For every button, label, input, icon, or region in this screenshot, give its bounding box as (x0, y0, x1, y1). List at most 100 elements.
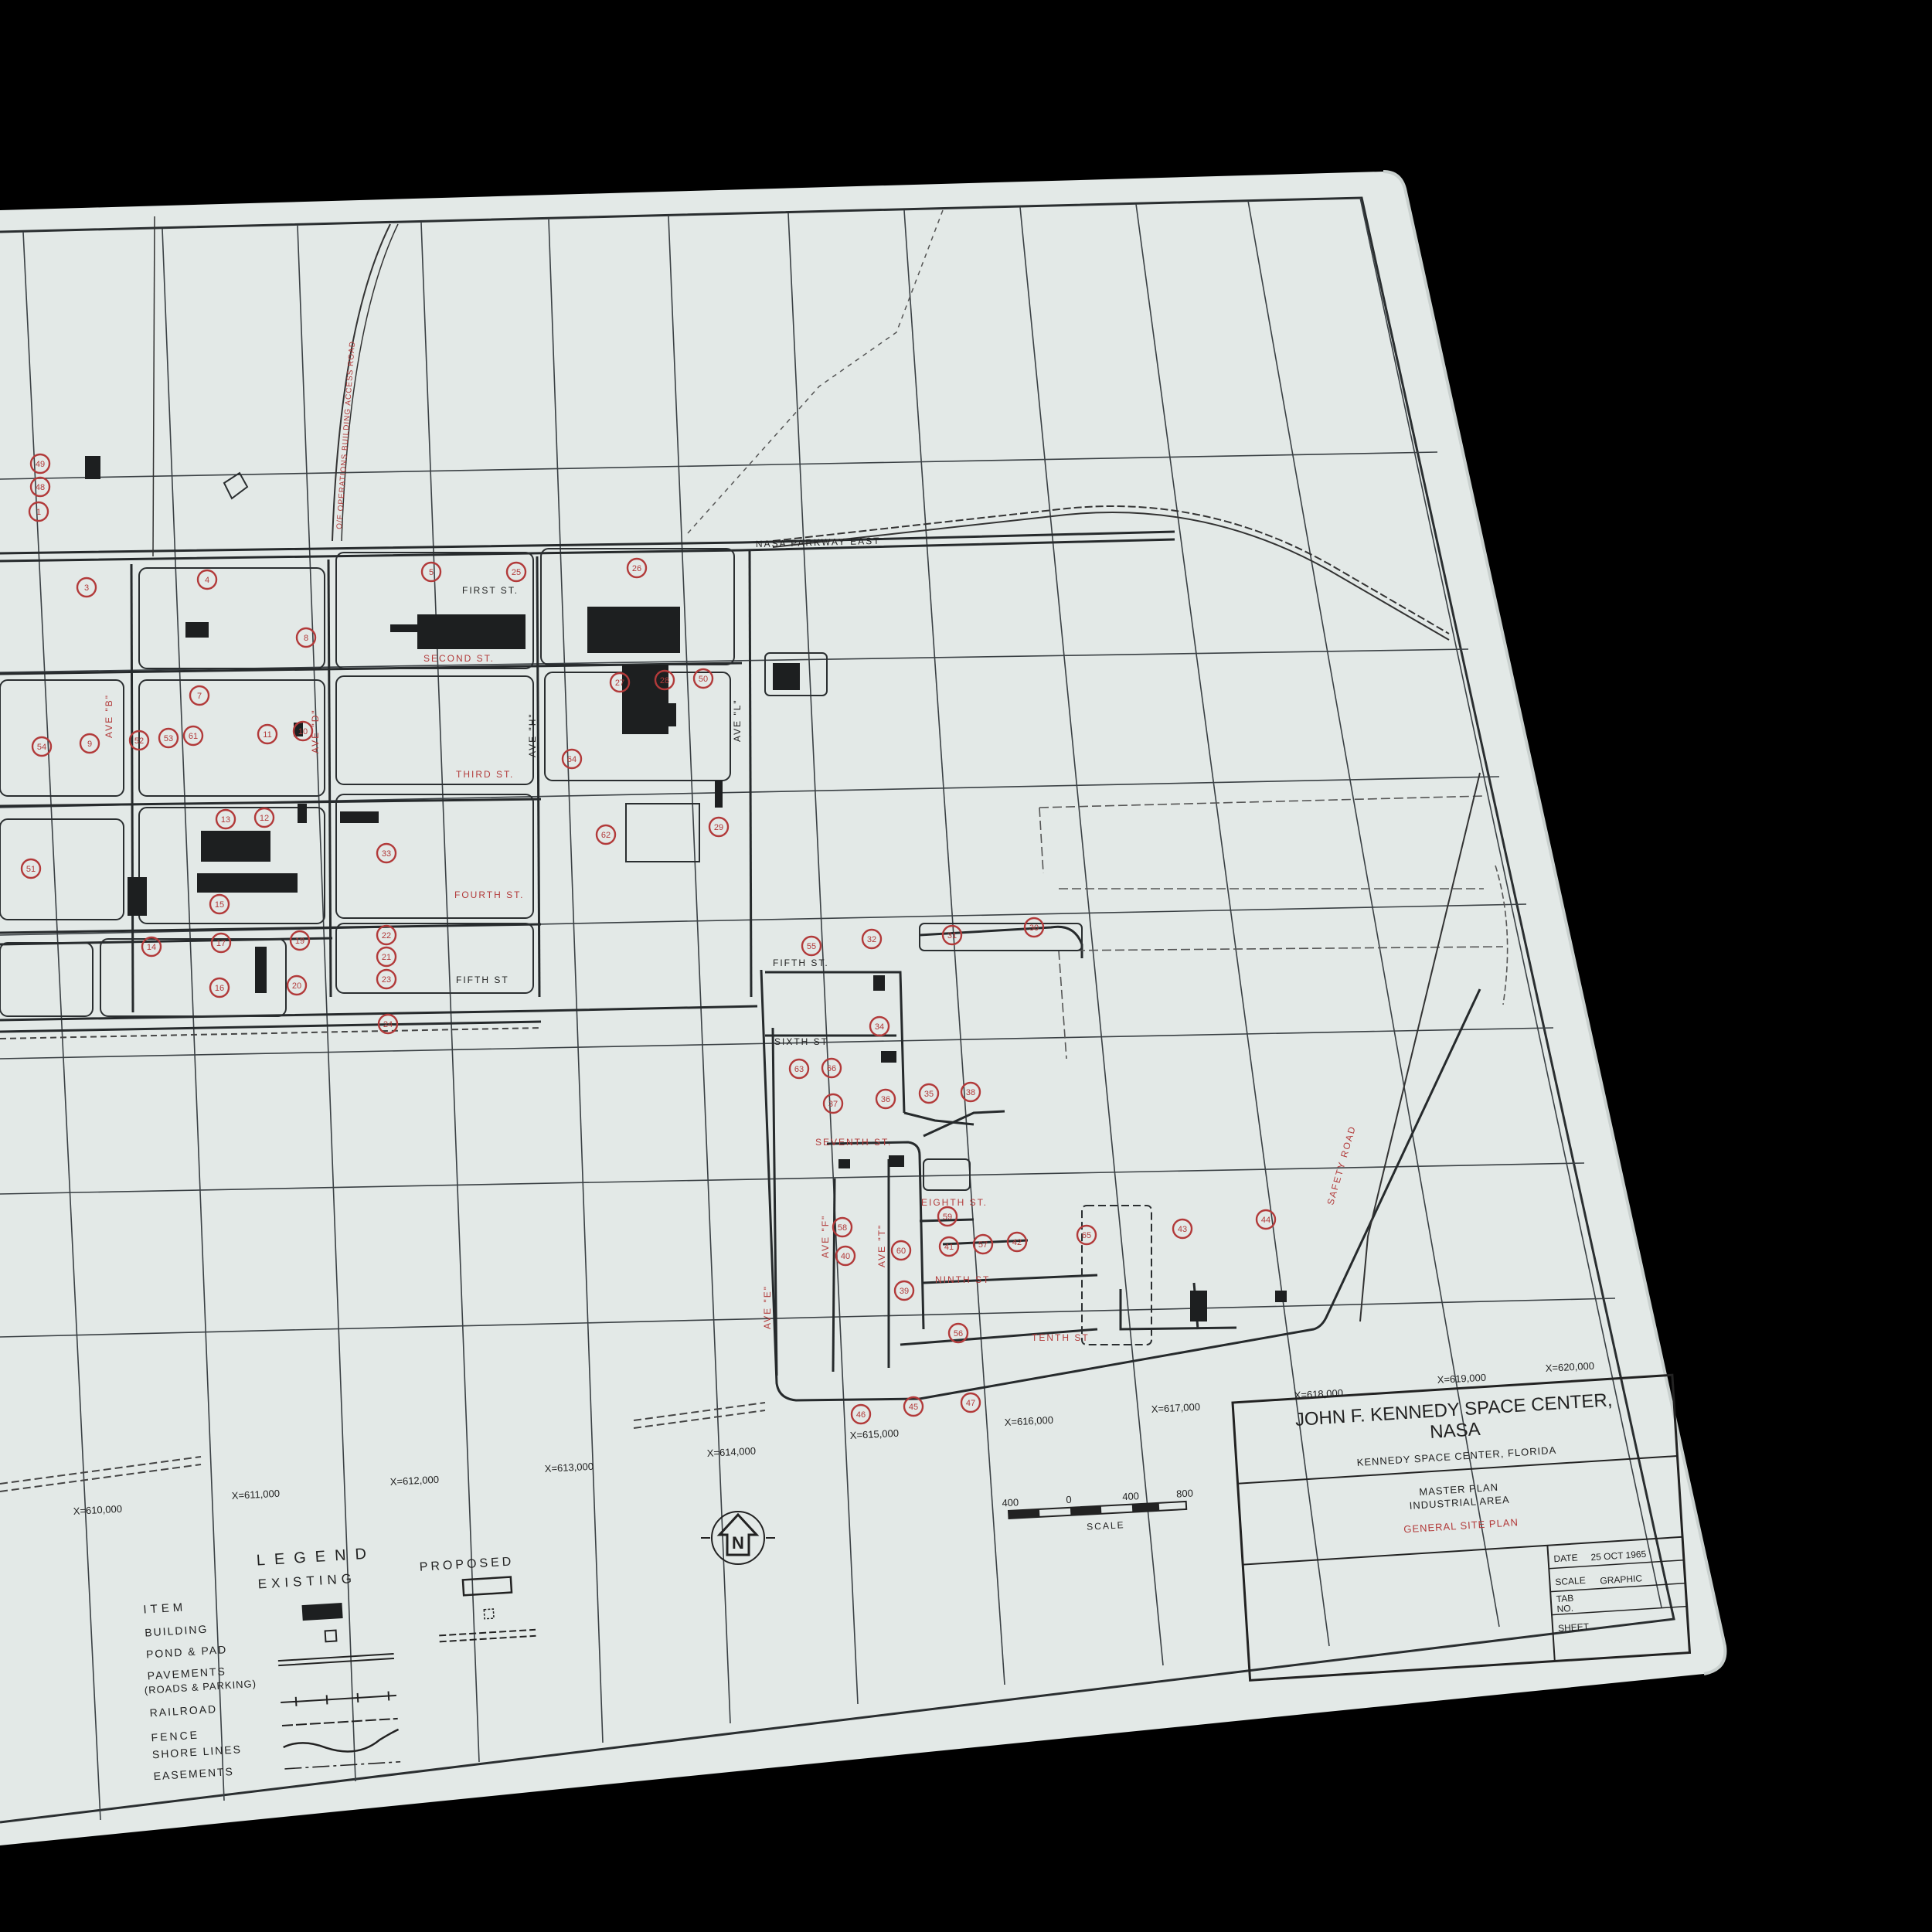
building-id-circle (609, 672, 631, 693)
building-id-label: 36 (881, 1095, 890, 1104)
coordinate-label: X=612,000 (389, 1474, 439, 1488)
building-id-circle (505, 561, 527, 583)
building-id-label: 43 (1178, 1225, 1187, 1234)
building-id-label: 4 (205, 576, 209, 585)
building-id-label: 64 (567, 755, 577, 764)
building-id-circle (821, 1057, 842, 1079)
building-id-circle (1172, 1218, 1193, 1240)
building-id-circle (893, 1280, 915, 1301)
building-id-circle (692, 668, 714, 689)
legend: LEGEND EXISTING PROPOSED ITEM BUILDING P… (143, 1545, 536, 1782)
scale-tick-0: 400 (1002, 1496, 1019, 1509)
building-id-circle (1006, 1231, 1028, 1253)
building-id-circle (377, 1013, 399, 1035)
no-label: NO. (1556, 1603, 1573, 1614)
coordinate-label: X=620,000 (1545, 1360, 1594, 1374)
building-id-label: 17 (216, 939, 226, 948)
building-id-label: 57 (978, 1240, 988, 1250)
building-id-circle (209, 893, 230, 915)
coordinate-label: X=613,000 (544, 1461, 594, 1475)
building-id-label: 5 (429, 568, 434, 577)
legend-fence: FENCE (151, 1729, 199, 1744)
building-id-label: 44 (1261, 1216, 1270, 1225)
scale-tick-3: 800 (1176, 1487, 1193, 1499)
building-id-circle (31, 736, 53, 757)
building-id-circle (938, 1236, 960, 1257)
building-id-label: 54 (37, 743, 46, 752)
building-id-circle (972, 1233, 994, 1255)
building-id-circle (253, 807, 275, 828)
building-id-label: 31 (947, 931, 957, 940)
label-ave-t: AVE "T" (876, 1224, 887, 1267)
building-id-circle (947, 1322, 969, 1344)
existing-buildings (85, 456, 1287, 1321)
legend-shore-lines: SHORE LINES (151, 1743, 242, 1760)
label-fifth-st-east: FIFTH ST. (773, 957, 829, 968)
building-id-label: 42 (1012, 1238, 1022, 1247)
building-id-circle (210, 932, 232, 954)
building-id-label: 53 (164, 734, 173, 743)
building-id-circle (29, 453, 51, 474)
building-id-label: 40 (841, 1252, 850, 1261)
grid-line-vertical (1019, 206, 1164, 1666)
building-id-label: 23 (382, 975, 391, 985)
building-id-label: 16 (215, 984, 224, 993)
building-id-circle (654, 669, 675, 691)
building-id-label: 65 (1082, 1231, 1091, 1240)
railroad-lines (0, 209, 1509, 1492)
building-id-label: 20 (292, 981, 301, 991)
north-arrow-label: N (732, 1533, 744, 1553)
scale-tick-1: 0 (1066, 1494, 1072, 1505)
building-id-circle (960, 1392, 981, 1413)
building-id-label: 19 (295, 937, 304, 946)
label-ave-h: AVE "H" (527, 713, 538, 757)
building-id-circle (822, 1093, 844, 1114)
building-id-circle (20, 858, 42, 879)
building-id-circle (29, 476, 51, 498)
building-id-circle (1023, 917, 1045, 938)
building-id-circle (257, 723, 278, 745)
building-id-label: 41 (944, 1243, 954, 1252)
building-id-label: 9 (87, 740, 92, 749)
building-id-label: 62 (601, 831, 611, 840)
building-id-circle (79, 733, 100, 754)
building-id-circle (1255, 1209, 1277, 1230)
building-id-label: 28 (660, 676, 669, 685)
building-id-circle (875, 1088, 896, 1110)
building-id-label: 13 (221, 815, 230, 825)
building-id-circle (128, 730, 150, 751)
building-id-circle (376, 946, 397, 968)
label-fifth-st: FIFTH ST (456, 975, 509, 985)
building-id-label: 48 (36, 483, 45, 492)
grid-line-horizontal (0, 1298, 1616, 1338)
building-id-label: 63 (794, 1065, 804, 1074)
building-id-label: 3 (84, 583, 89, 593)
building-id-label: 56 (954, 1329, 963, 1338)
grid-line-vertical (1135, 203, 1330, 1647)
building-id-label: 51 (26, 865, 36, 874)
title-line-2: NASA (1429, 1419, 1481, 1443)
building-id-circle (801, 935, 822, 957)
building-id-circle (918, 1083, 940, 1104)
building-id-label: 21 (382, 953, 391, 962)
building-id-circle (861, 928, 883, 950)
building-id-label: 52 (134, 736, 144, 746)
building-id-circle (141, 936, 162, 957)
building-id-label: 60 (896, 1247, 906, 1256)
building-id-label: 7 (197, 692, 202, 701)
building-id-label: 10 (298, 727, 308, 736)
scale-tick-2: 400 (1122, 1490, 1139, 1502)
building-id-circle (708, 816, 730, 838)
legend-pavements: PAVEMENTS (147, 1665, 226, 1682)
label-ave-d: AVE "D" (310, 709, 321, 753)
building-id-circle (595, 824, 617, 845)
building-id-label: 14 (147, 943, 156, 952)
building-id-circle (890, 1240, 912, 1261)
building-id-label: 24 (383, 1020, 393, 1029)
building-id-label: 30 (1029, 923, 1039, 933)
building-id-circle (850, 1403, 872, 1425)
building-id-label: 46 (856, 1410, 866, 1420)
coordinate-label: X=616,000 (1004, 1414, 1053, 1428)
